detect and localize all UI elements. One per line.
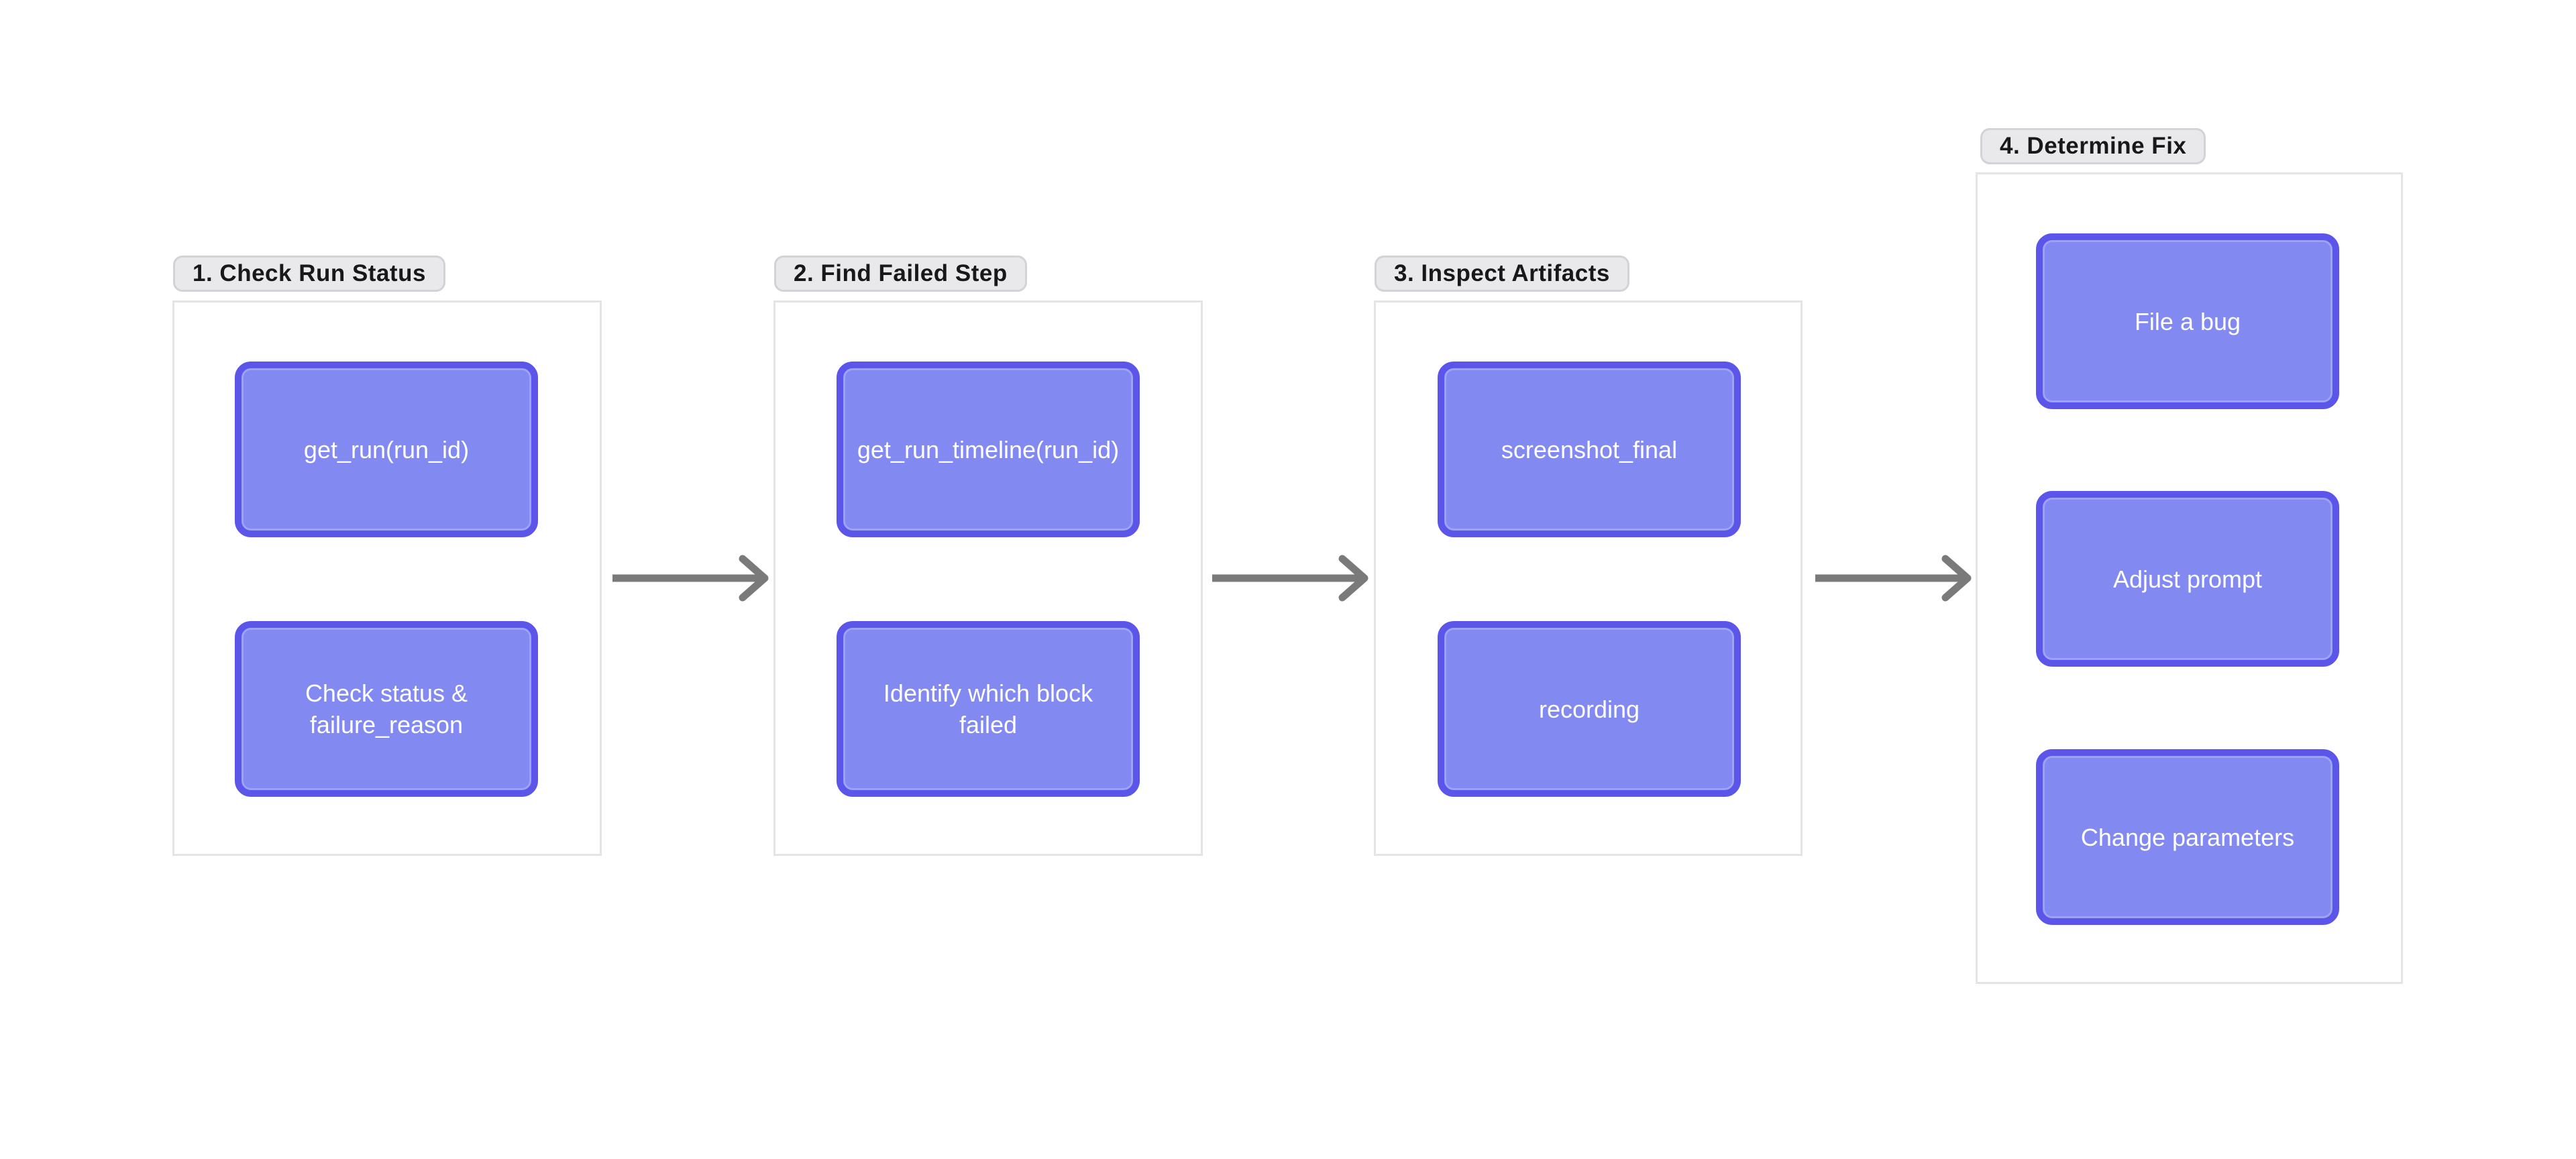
node-check-status-failure-reason[interactable]: Check status & failure_reason xyxy=(235,621,538,797)
node-change-parameters[interactable]: Change parameters xyxy=(2036,749,2339,925)
node-identify-failed-block[interactable]: Identify which block failed xyxy=(837,621,1140,797)
node-label: File a bug xyxy=(2134,307,2241,335)
frame-label-inspect-artifacts[interactable]: 3. Inspect Artifacts xyxy=(1375,256,1629,292)
arrow-step3-to-step4-icon[interactable] xyxy=(1813,538,1974,618)
node-recording[interactable]: recording xyxy=(1438,621,1741,797)
frame-label-find-failed-step[interactable]: 2. Find Failed Step xyxy=(774,256,1027,292)
node-label: screenshot_final xyxy=(1501,435,1678,463)
node-label: recording xyxy=(1538,695,1640,723)
node-label: get_run_timeline(run_id) xyxy=(857,435,1120,463)
node-file-a-bug[interactable]: File a bug xyxy=(2036,233,2339,409)
arrow-step1-to-step2-icon[interactable] xyxy=(610,538,771,618)
frame-label-determine-fix[interactable]: 4. Determine Fix xyxy=(1980,128,2206,164)
node-get-run-timeline[interactable]: get_run_timeline(run_id) xyxy=(837,362,1140,537)
frame-label-check-run-status[interactable]: 1. Check Run Status xyxy=(173,256,445,292)
node-label: Identify which block failed xyxy=(883,679,1093,738)
node-get-run[interactable]: get_run(run_id) xyxy=(235,362,538,537)
node-screenshot-final[interactable]: screenshot_final xyxy=(1438,362,1741,537)
node-label: get_run(run_id) xyxy=(303,435,470,463)
arrow-step2-to-step3-icon[interactable] xyxy=(1210,538,1371,618)
node-label: Adjust prompt xyxy=(2112,565,2263,593)
node-adjust-prompt[interactable]: Adjust prompt xyxy=(2036,491,2339,667)
node-label: Change parameters xyxy=(2080,823,2295,851)
node-label: Check status & failure_reason xyxy=(305,679,468,738)
